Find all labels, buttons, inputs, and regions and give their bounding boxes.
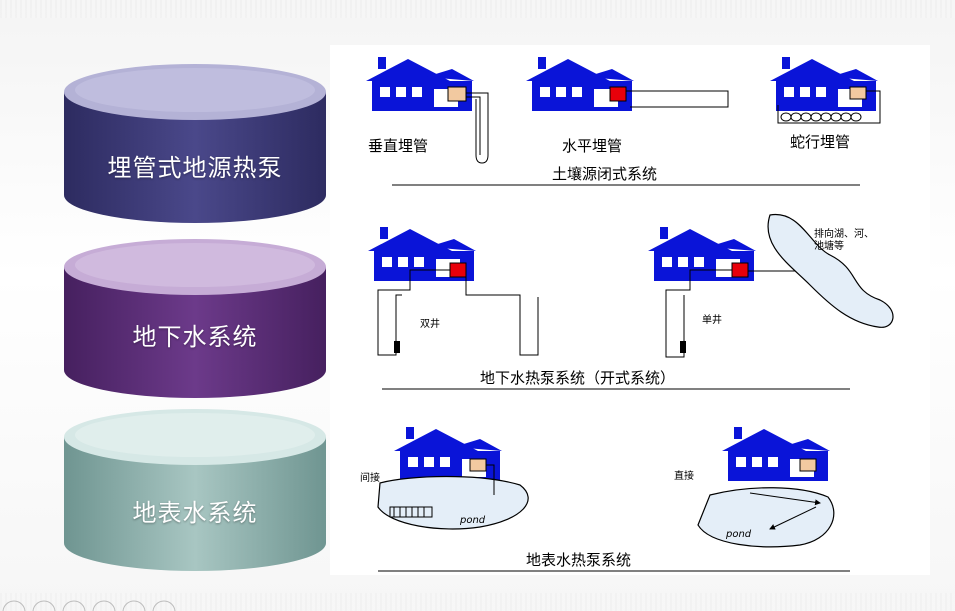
cylinder-label: 地下水系统 (132, 323, 258, 351)
label-pond-2: pond (725, 529, 752, 540)
cylinder-groundwater: 地下水系统 (64, 235, 326, 400)
house-icon (770, 57, 878, 111)
cylinder-shape (64, 239, 326, 398)
slide-decoration-circles (2, 600, 176, 611)
section-closed-loop: 垂直埋管 水平埋管 蛇行埋管 土壤源闭式系统 (366, 57, 881, 186)
label-discharge2: 池塘等 (814, 239, 844, 252)
label-direct: 直接 (674, 469, 694, 482)
house-icon (366, 57, 474, 111)
section-title-surface: 地表水热泵系统 (526, 551, 631, 569)
label-discharge: 排向湖、河、 (814, 227, 874, 240)
diagram-svg: 垂直埋管 水平埋管 蛇行埋管 土壤源闭式系统 双井 单井 排向湖、河、 池塘等 … (360, 57, 894, 572)
section-title-groundwater: 地下水热泵系统（开式系统） (480, 369, 675, 387)
label-indirect: 间接 (360, 471, 380, 484)
river-shape (767, 214, 894, 328)
cylinder-surface-water: 地表水系统 (64, 405, 326, 575)
pond-direct (697, 487, 835, 548)
cylinder-buried-pipe: 埋管式地源热泵 (64, 60, 326, 225)
cylinder-shape (64, 64, 326, 223)
label-double-well: 双井 (420, 317, 440, 330)
heat-pump-diagram-panel: 垂直埋管 水平埋管 蛇行埋管 土壤源闭式系统 双井 单井 排向湖、河、 池塘等 … (330, 45, 930, 575)
section-groundwater: 双井 单井 排向湖、河、 池塘等 地下水热泵系统（开式系统） (368, 214, 894, 390)
cylinder-shape (64, 409, 326, 571)
pond-indirect (377, 475, 529, 530)
cylinder-label: 地表水系统 (132, 499, 258, 527)
section-title-closed: 土壤源闭式系统 (552, 165, 657, 183)
house-icon (722, 427, 830, 481)
label-vertical: 垂直埋管 (368, 137, 428, 155)
house-icon (394, 427, 502, 481)
house-icon (526, 57, 634, 111)
cylinder-label: 埋管式地源热泵 (107, 154, 283, 182)
label-single-well: 单井 (702, 313, 722, 326)
label-horizontal: 水平埋管 (562, 137, 622, 155)
label-pond-1: pond (459, 515, 486, 526)
label-serpentine: 蛇行埋管 (790, 133, 850, 151)
section-surface-water: 间接 pond 直接 pond 地表水热泵系统 (360, 427, 850, 572)
